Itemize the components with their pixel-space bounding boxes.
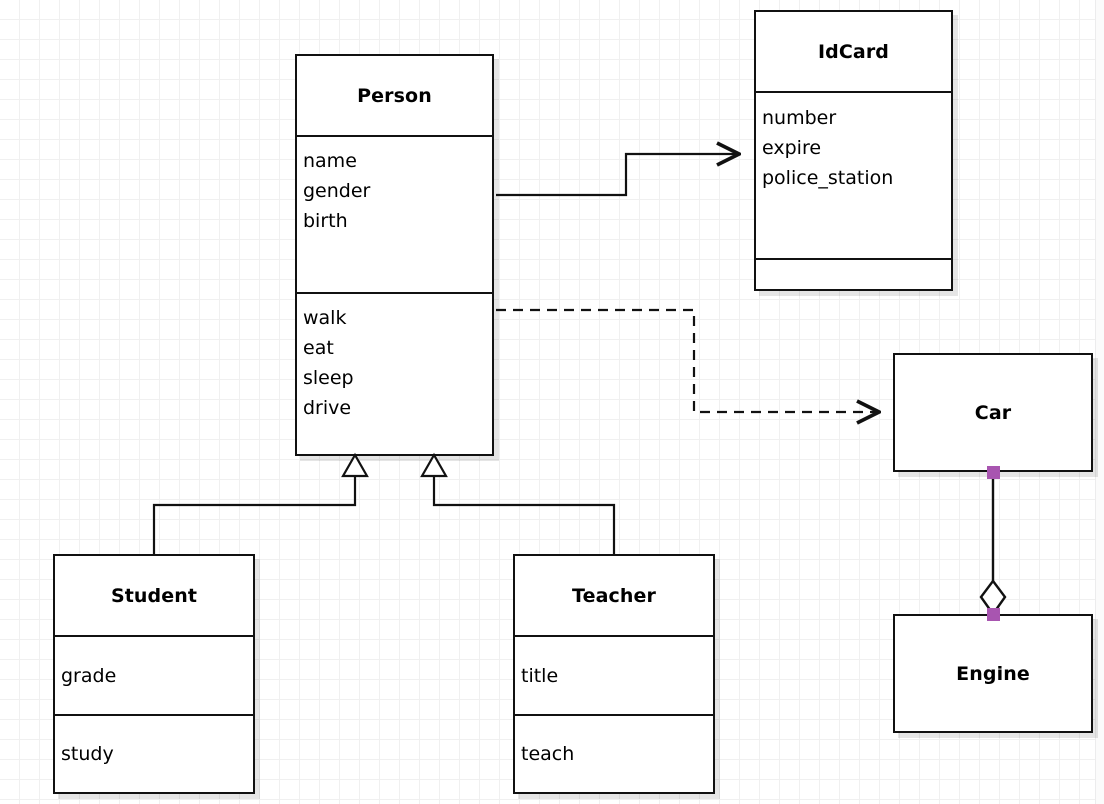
class-methods-student: study	[55, 714, 253, 792]
class-methods-teacher: teach	[515, 714, 713, 792]
class-methods-person: walk eat sleep drive	[297, 292, 492, 454]
class-name-student: Student	[110, 584, 198, 607]
attribute-item: expire	[762, 137, 822, 159]
class-attributes-student: grade	[55, 635, 253, 714]
class-box-student[interactable]: Student grade study	[53, 554, 255, 794]
class-box-engine[interactable]: Engine	[893, 614, 1093, 733]
class-name-engine: Engine	[956, 662, 1030, 685]
class-box-teacher[interactable]: Teacher title teach	[513, 554, 715, 794]
class-name-idcard: IdCard	[817, 40, 889, 63]
class-attributes-teacher: title	[515, 635, 713, 714]
edge-handle-engine-end[interactable]	[987, 608, 1000, 621]
class-name-teacher: Teacher	[572, 584, 656, 607]
method-item: study	[61, 743, 114, 765]
edge-handle-car-end[interactable]	[987, 466, 1000, 479]
attribute-item: title	[521, 664, 559, 687]
method-item: walk	[303, 307, 347, 329]
attribute-item: name	[303, 150, 357, 172]
attribute-item: number	[762, 107, 837, 129]
edge-teacher-person[interactable]	[420, 452, 616, 554]
attribute-item: police_station	[762, 167, 894, 189]
method-item: sleep	[303, 367, 354, 389]
method-item: eat	[303, 337, 334, 359]
method-item: drive	[303, 397, 352, 419]
class-box-car[interactable]: Car	[893, 353, 1093, 472]
canvas-right-edge	[1095, 0, 1104, 804]
class-attributes-person: name gender birth	[297, 135, 492, 292]
edge-person-idcard[interactable]	[496, 154, 739, 197]
class-name-car: Car	[974, 401, 1012, 424]
edge-student-person[interactable]	[152, 452, 369, 554]
class-box-idcard[interactable]: IdCard number expire police_station	[754, 10, 953, 291]
edge-person-car[interactable]	[496, 308, 879, 412]
attribute-item: grade	[61, 664, 117, 687]
method-item: teach	[521, 743, 575, 765]
edge-car-engine[interactable]	[979, 472, 1007, 617]
attribute-item: birth	[303, 210, 348, 232]
class-box-person[interactable]: Person name gender birth walk eat sleep …	[295, 54, 494, 456]
class-attributes-idcard: number expire police_station	[756, 91, 951, 258]
class-methods-idcard	[756, 258, 951, 289]
attribute-item: gender	[303, 180, 371, 202]
empty-methods-placeholder	[756, 260, 951, 289]
class-name-person: Person	[357, 84, 432, 107]
